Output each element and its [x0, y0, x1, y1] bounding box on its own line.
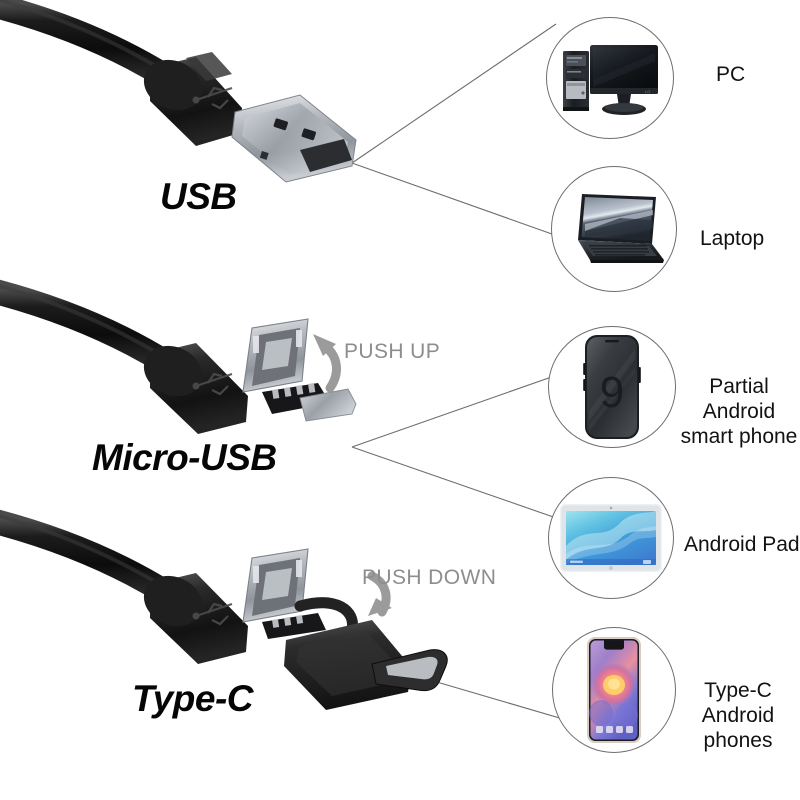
device-label-android-phone: Partial Android smart phone — [680, 375, 798, 448]
micro-usb-trident-mark — [192, 372, 233, 396]
connector-label-usb: USB — [160, 176, 237, 217]
device-label-laptop: Laptop — [700, 227, 765, 250]
typec-tip-metal — [386, 656, 438, 680]
usb-cavity — [300, 139, 352, 172]
push-up-arrow-curve — [321, 342, 341, 393]
device-label-type-c-phone: Type-C Android phones — [701, 679, 775, 752]
callout-line-usb-pc — [351, 23, 557, 164]
typec-female-usb-shell — [242, 548, 309, 623]
tablet-icon — [560, 504, 662, 572]
device-badge-android-pad — [548, 477, 674, 599]
cable-usb — [0, 0, 181, 91]
push-up-arrow-head — [313, 334, 336, 356]
device-label-pc: PC — [716, 63, 746, 86]
svg-text:9: 9 — [600, 368, 624, 417]
connector-usb — [0, 0, 357, 183]
device-badge-pc: LG — [546, 17, 674, 139]
usb-body — [150, 57, 242, 146]
callout-line-micro-phone — [351, 373, 561, 448]
desktop-computer-icon: LG — [563, 45, 658, 115]
device-badge-type-c-phone — [552, 627, 676, 753]
push-down-label: PUSH DOWN — [362, 566, 497, 589]
micro-female-usb-shell — [242, 318, 309, 393]
smartphone-icon: 9 — [583, 335, 641, 439]
connector-label-micro-usb: Micro-USB — [92, 437, 277, 478]
typec-adapter-ring — [294, 597, 358, 636]
micro-female-usb-cavity — [252, 328, 300, 386]
usb-trident-mark — [192, 86, 233, 110]
typec-body — [150, 573, 248, 664]
push-up-label: PUSH UP — [344, 340, 441, 363]
usb-metal-shell — [231, 94, 357, 183]
device-badge-laptop — [551, 166, 677, 292]
connector-label-type-c: Type-C — [132, 678, 254, 719]
svg-text:LG: LG — [645, 89, 650, 94]
typec-female-usb-cavity — [252, 558, 300, 616]
typec-tip — [371, 649, 448, 692]
cable-usb-highlight — [0, 0, 166, 73]
typec-adapter-body — [284, 620, 412, 710]
device-badge-android-phone: 9 — [548, 326, 676, 448]
micro-usb-plug-tip — [299, 388, 357, 422]
micro-body — [150, 343, 248, 434]
cable-typec — [0, 509, 181, 607]
push-down-arrow-head — [368, 598, 392, 616]
connector-micro-usb — [0, 279, 357, 434]
callout-line-micro-pad — [351, 446, 563, 521]
callout-line-usb-laptop — [351, 162, 567, 240]
typec-trident-mark — [192, 602, 233, 626]
laptop-icon — [578, 194, 664, 263]
micro-usb-pins — [271, 383, 316, 399]
smartphone-notch-icon — [587, 637, 641, 743]
device-label-android-pad: Android Pad — [684, 533, 800, 556]
cable-micro — [0, 279, 181, 377]
micro-usb-tip-base — [262, 383, 330, 414]
